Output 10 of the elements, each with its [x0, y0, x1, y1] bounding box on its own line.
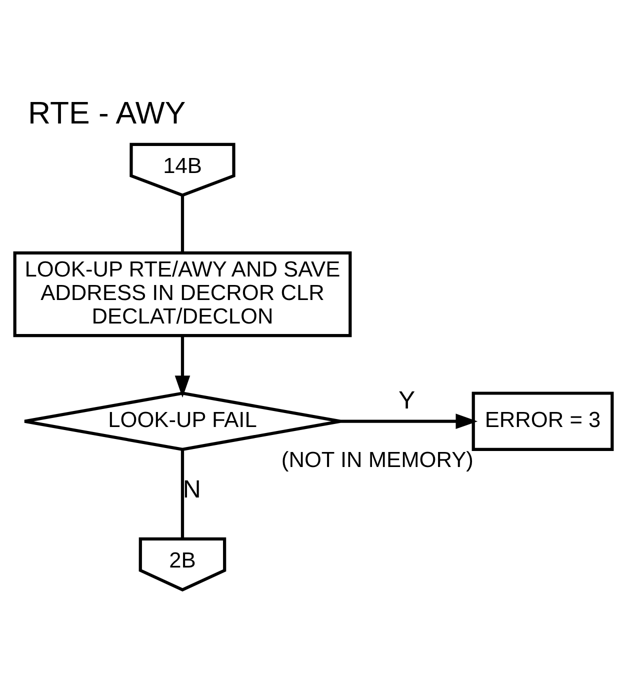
- arrow: [340, 413, 478, 428]
- diagram-title: RTE - AWY: [28, 94, 186, 130]
- node-diamond: LOOK-UP FAIL: [23, 391, 342, 450]
- edge-label: N: [182, 474, 201, 503]
- connector: [180, 450, 184, 538]
- connector: [180, 195, 184, 252]
- arrow: [174, 335, 190, 398]
- node-box: LOOK-UP RTE/AWY AND SAVE ADDRESS IN DECROR CLR DECLAT/DECLON: [13, 250, 352, 337]
- node-box: ERROR = 3: [472, 391, 614, 450]
- edge-label: Y: [398, 386, 416, 414]
